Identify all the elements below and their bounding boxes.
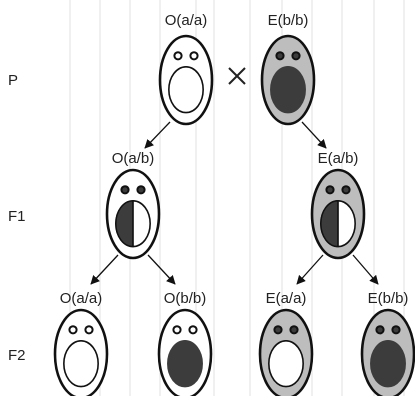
left-eye (275, 51, 285, 61)
label-p-e: E(b/b) (268, 12, 309, 29)
left-eye (273, 325, 283, 335)
mouth-filled (370, 339, 406, 388)
mouth-open (168, 66, 204, 114)
label-p-o: O(a/a) (165, 12, 208, 29)
creature-f2-2 (157, 308, 213, 396)
label-f1-e: E(a/b) (318, 150, 359, 167)
right-eye (136, 185, 146, 195)
creature-f1-e (310, 168, 366, 260)
label-f2-2: O(b/b) (164, 290, 207, 307)
left-eye (120, 185, 130, 195)
right-eye (341, 185, 351, 195)
creature-f2-3 (258, 308, 314, 396)
cross-symbol (228, 67, 246, 85)
label-f2-3: E(a/a) (266, 290, 307, 307)
background-stripes (69, 0, 405, 396)
creature-f2-4 (360, 308, 415, 396)
right-eye (391, 325, 401, 335)
arrow-f1-o-to-f2-2 (147, 254, 176, 285)
right-eye (289, 325, 299, 335)
arrow-p-to-f1-e (301, 121, 327, 149)
mouth-half-dark (115, 200, 134, 248)
mouth-open (268, 339, 304, 388)
right-eye (291, 51, 301, 61)
arrow-f1-e-to-f2-4 (352, 254, 379, 285)
arrow-f1-e-to-f2-3 (296, 254, 324, 285)
creature-p-o (158, 34, 214, 126)
creature-f2-1 (53, 308, 109, 396)
right-eye (188, 325, 198, 335)
creatures-layer (53, 34, 415, 396)
mouth-filled (167, 339, 203, 388)
mouth-half-dark (320, 200, 339, 248)
label-f2-1: O(a/a) (60, 290, 103, 307)
generation-label-f1: F1 (8, 208, 26, 225)
creature-f1-o (105, 168, 161, 260)
left-eye (173, 51, 183, 61)
left-eye (172, 325, 182, 335)
left-eye (68, 325, 78, 335)
mouth-open (63, 339, 99, 388)
left-eye (325, 185, 335, 195)
generation-label-p: P (8, 72, 18, 89)
arrow-p-to-f1-o (144, 121, 171, 149)
right-eye (189, 51, 199, 61)
label-f1-o: O(a/b) (112, 150, 155, 167)
label-f2-4: E(b/b) (368, 290, 409, 307)
left-eye (375, 325, 385, 335)
arrow-f1-o-to-f2-1 (90, 254, 119, 285)
creature-p-e (260, 34, 316, 126)
right-eye (84, 325, 94, 335)
generation-label-f2: F2 (8, 347, 26, 364)
mouth-filled (270, 66, 306, 114)
